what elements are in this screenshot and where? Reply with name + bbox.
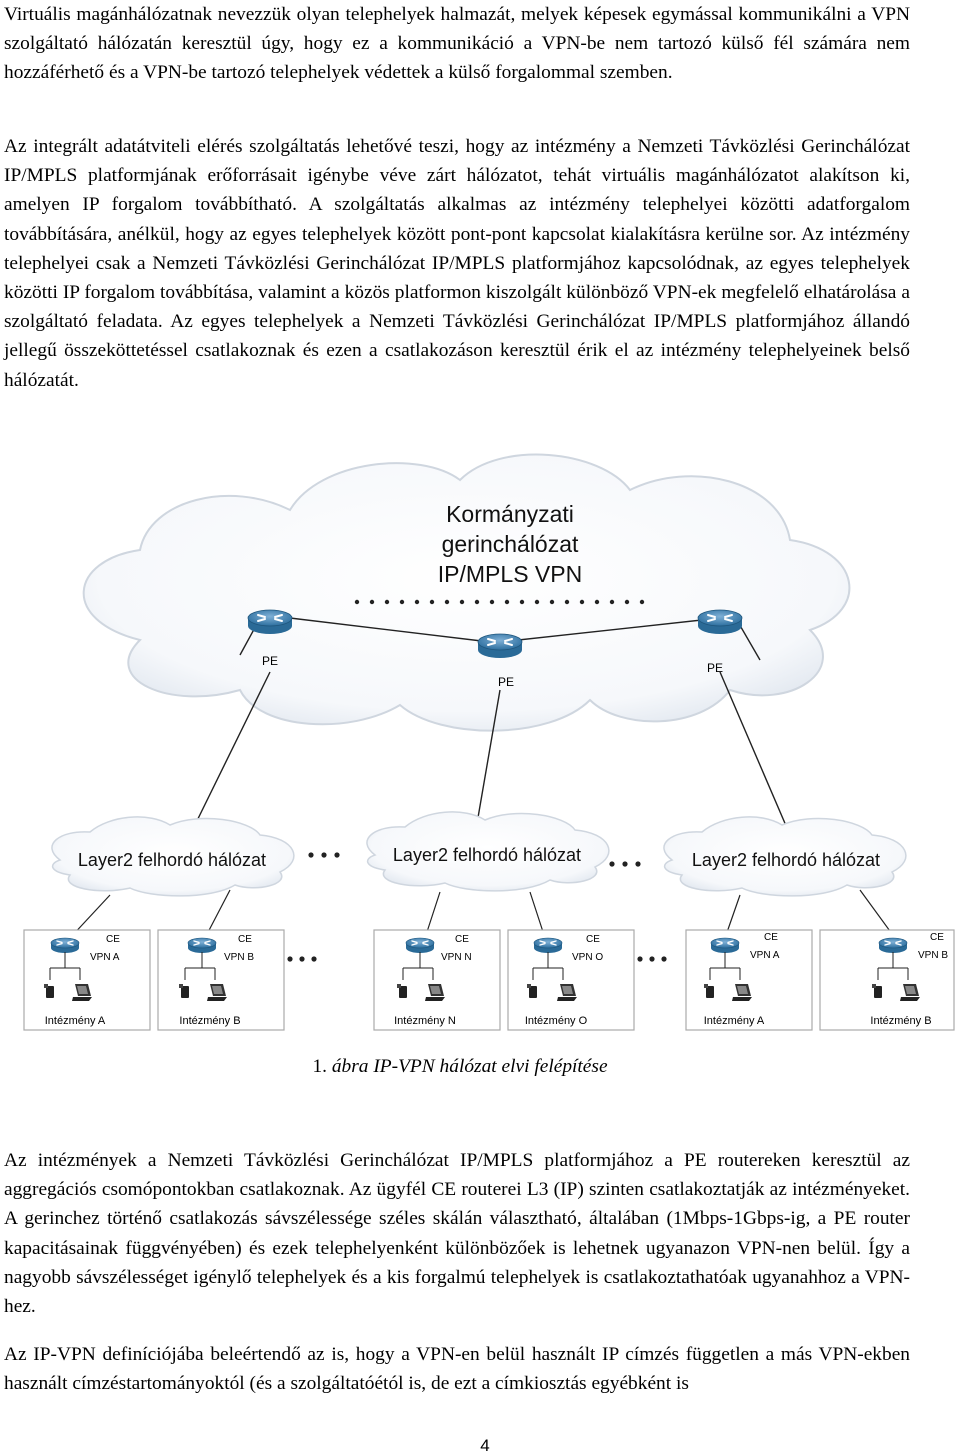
paragraph-4: Az IP-VPN definíciójába beleértendő az i… <box>4 1344 910 1395</box>
site-box-3: CE VPN N Intézmény N <box>373 929 501 1031</box>
pe-label-center: PE <box>498 675 514 689</box>
pe-router-center <box>477 633 523 659</box>
paragraph-3: Az intézmények a Nemzeti Távközlési Geri… <box>4 1150 910 1318</box>
page-number: 4 <box>480 1436 490 1455</box>
layer2-label-center: Layer2 felhordó hálózat <box>393 845 581 865</box>
site-name-4: Intézmény O <box>525 1015 588 1027</box>
site-name-3: Intézmény N <box>394 1015 456 1027</box>
ce-label-5: CE <box>764 932 778 943</box>
network-diagram: Kormányzati gerinchálózat IP/MPLS VPN PE… <box>23 453 955 1031</box>
cloud-title-line2: gerinchálózat <box>442 531 579 557</box>
layer2-cloud-center <box>366 811 610 892</box>
site-box-1: CE VPN A Intézmény A <box>23 929 151 1031</box>
ce-label-2: CE <box>238 934 252 945</box>
layer2-label-right: Layer2 felhordó hálózat <box>692 850 880 870</box>
caption-text: ábra IP-VPN hálózat elvi felépítése <box>331 1056 608 1077</box>
site-name-1: Intézmény A <box>45 1015 106 1027</box>
pe-label-left: PE <box>262 654 278 668</box>
vpn-label-5: VPN A <box>750 950 780 961</box>
sites-dots-left <box>287 956 317 962</box>
layer2-cloud-right <box>663 816 907 897</box>
figure-caption: 1. ábra IP-VPN hálózat elvi felépítése <box>0 1056 920 1078</box>
paragraph-1: Virtuális magánhálózatnak nevezzük olyan… <box>4 4 910 84</box>
site-name-5: Intézmény A <box>704 1015 765 1027</box>
sites-dots-right <box>637 956 667 962</box>
pe-label-right: PE <box>707 661 723 675</box>
cloud-title-line3: IP/MPLS VPN <box>438 561 582 587</box>
pe-router-left <box>247 609 293 635</box>
cloud-title-line1: Kormányzati <box>446 501 574 527</box>
layer2-label-left: Layer2 felhordó hálózat <box>78 850 266 870</box>
ce-label-3: CE <box>455 934 469 945</box>
ce-label-1: CE <box>106 934 120 945</box>
core-dots <box>354 599 645 605</box>
ce-label-6: CE <box>930 932 944 943</box>
pe-router-right <box>697 609 743 635</box>
vpn-label-2: VPN B <box>224 952 254 963</box>
site-name-2: Intézmény B <box>179 1015 240 1027</box>
site-name-6: Intézmény B <box>870 1015 931 1027</box>
site-box-6: CE VPN B Intézmény B <box>819 929 955 1031</box>
paragraph-2: Az integrált adatátviteli elérés szolgál… <box>4 136 910 391</box>
vpn-label-6: VPN B <box>918 950 948 961</box>
site-box-2: CE VPN B Intézmény B <box>157 929 285 1031</box>
vpn-label-1: VPN A <box>90 952 120 963</box>
core-links <box>189 617 791 836</box>
caption-number: 1. <box>312 1056 327 1077</box>
layer2-cloud-left <box>51 816 295 897</box>
ce-label-4: CE <box>586 934 600 945</box>
ip-vpn-figure: Kormányzati gerinchálózat IP/MPLS VPN PE… <box>0 440 960 1040</box>
vpn-label-3: VPN N <box>441 952 472 963</box>
vpn-label-4: VPN O <box>572 952 603 963</box>
site-box-4: CE VPN O Intézmény O <box>507 929 635 1031</box>
site-box-5: CE VPN A Intézmény A <box>685 929 813 1031</box>
layer2-dots-left <box>308 852 340 858</box>
layer2-dots-right <box>609 861 641 867</box>
core-cloud <box>82 453 851 732</box>
